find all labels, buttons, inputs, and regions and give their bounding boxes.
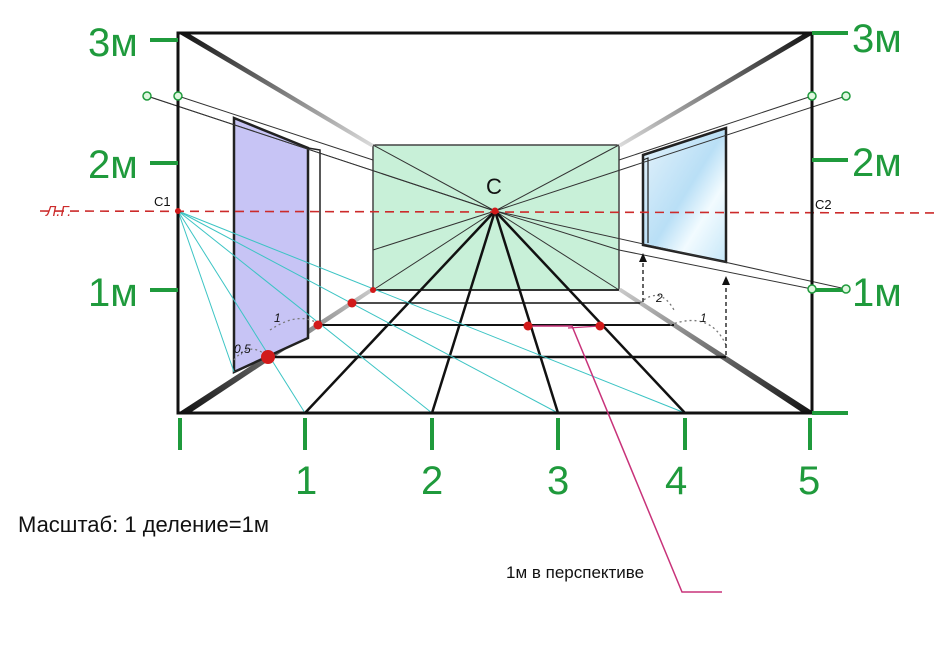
door-jamb [307,147,321,324]
c2-label: С2 [815,197,832,212]
measure-fan-lines [177,210,686,414]
window-jamb [642,157,649,243]
right-two-label: 2 [655,291,663,305]
floor-radials [304,210,686,414]
right-scale-2m: 2м [852,141,902,185]
right-one-label: 1 [700,311,707,325]
horizon-line [39,210,940,214]
top-right-edge [617,33,815,147]
top-left-edge [178,33,375,147]
right-scale-1m: 1м [852,271,902,315]
bottom-scale-2: 2 [421,459,443,503]
picture-frame [176,31,814,415]
bottom-scale-5: 5 [798,459,820,503]
left-scale-2m: 2м [88,143,138,187]
arrow-head-1 [639,253,647,262]
left-scale-3m: 3м [88,21,138,65]
bottom-scale-3: 3 [547,459,569,503]
vanishing-lines [146,95,847,291]
dashed-arrows [642,262,727,355]
measure-points [175,207,605,364]
door-one-label: 1 [274,311,281,325]
left-scale-1m: 1м [88,271,138,315]
callout-label: 1м в перспективе [506,563,644,582]
scale-caption: Масштаб: 1 деление=1м [18,512,269,537]
callout-line [528,325,722,593]
center-label: С [486,174,502,199]
door-half-label: 0,5 [234,342,251,356]
c1-label: С1 [154,194,171,209]
door [232,116,310,374]
bottom-scale-ticks [178,418,812,450]
arrow-head-2 [722,276,730,285]
right-scale-ticks [812,31,848,415]
floor-horizontals [268,289,726,359]
callout-hint [567,325,601,329]
bottom-scale-1: 1 [295,459,317,503]
horizon-label: Л.Г. [45,203,71,220]
side-markers [142,91,851,294]
right-scale-3m: 3м [852,17,902,61]
bottom-scale-4: 4 [665,459,687,503]
left-scale-ticks [150,38,178,292]
bottom-right-edge [617,288,815,413]
